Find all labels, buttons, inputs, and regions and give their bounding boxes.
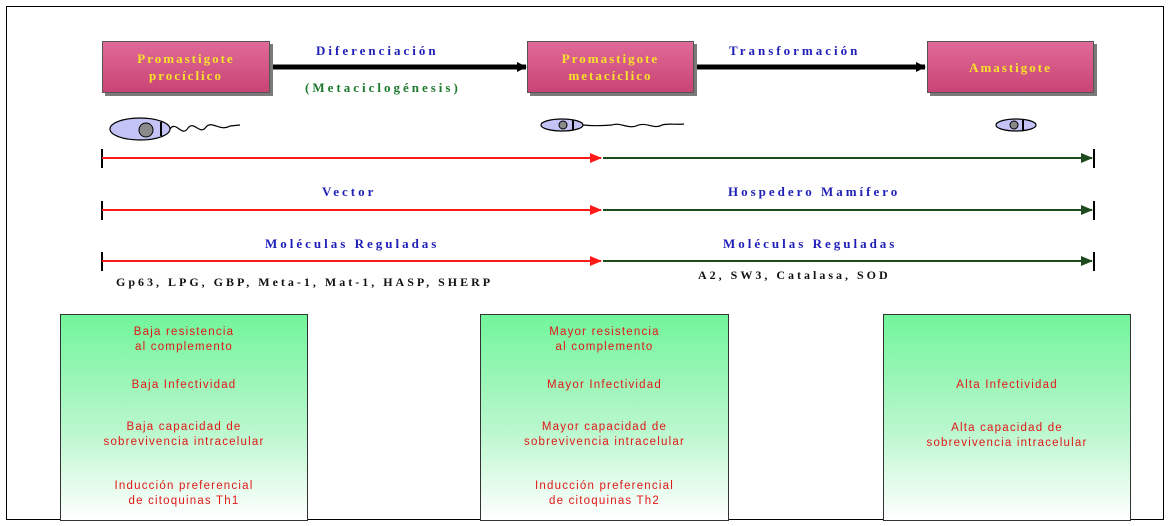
label-vector: Vector (322, 184, 376, 200)
label-moleculas-vector: Moléculas Reguladas (265, 236, 439, 252)
label-transformacion: Transformación (729, 43, 860, 59)
stage-amastigote: Amastigote (927, 41, 1094, 93)
stage-promastigote-metaciclico: Promastigote metacíclico (527, 41, 694, 93)
stage-label-line: Promastigote (137, 50, 234, 67)
stage-label-line: Amastigote (969, 59, 1052, 76)
molecules-list-vector: Gp63, LPG, GBP, Meta-1, Mat-1, HASP, SHE… (116, 275, 493, 290)
parasite-amastigote-icon (996, 119, 1036, 131)
label-hospedero-mamifero: Hospedero Mamífero (728, 184, 900, 200)
label-metaciclogenesis: (Metaciclogénesis) (305, 80, 461, 96)
panel-text: Inducción preferencial (481, 479, 728, 494)
panel-text: sobrevivencia intracelular (481, 435, 728, 450)
panel-text: Baja Infectividad (61, 378, 307, 393)
panel-text: Mayor capacidad de (481, 420, 728, 435)
panel-text: sobrevivencia intracelular (61, 435, 307, 450)
panel-text: Baja capacidad de (61, 420, 307, 435)
stage-label-line: procíclico (149, 67, 223, 84)
panel-prociclico-properties: Baja resistencia al complemento Baja Inf… (60, 314, 308, 521)
timeline-row-2 (102, 201, 1094, 220)
panel-amastigote-properties: Alta Infectividad Alta capacidad de sobr… (883, 314, 1131, 521)
panel-text: Alta Infectividad (884, 378, 1130, 393)
label-moleculas-mamifero: Moléculas Reguladas (723, 236, 897, 252)
panel-text: al complemento (481, 340, 728, 355)
panel-text: Mayor Infectividad (481, 378, 728, 393)
parasite-procyclic-icon (110, 118, 240, 140)
panel-text: sobrevivencia intracelular (884, 436, 1130, 451)
stage-promastigote-prociclico: Promastigote procíclico (102, 41, 270, 93)
panel-text: Baja resistencia (61, 325, 307, 340)
panel-text: Inducción preferencial (61, 479, 307, 494)
stage-label-line: Promastigote (562, 50, 659, 67)
molecules-list-mamifero: A2, SW3, Catalasa, SOD (698, 268, 891, 283)
timeline-row-3 (102, 252, 1094, 271)
label-diferenciacion: Diferenciación (316, 43, 439, 59)
panel-metaciclico-properties: Mayor resistencia al complemento Mayor I… (480, 314, 729, 521)
timeline-row-1 (102, 149, 1094, 168)
panel-text: al complemento (61, 340, 307, 355)
panel-text: Mayor resistencia (481, 325, 728, 340)
parasite-metacyclic-icon (541, 119, 684, 131)
panel-text: Alta capacidad de (884, 421, 1130, 436)
stage-label-line: metacíclico (568, 67, 652, 84)
panel-text: de citoquinas Th2 (481, 494, 728, 509)
panel-text: de citoquinas Th1 (61, 494, 307, 509)
